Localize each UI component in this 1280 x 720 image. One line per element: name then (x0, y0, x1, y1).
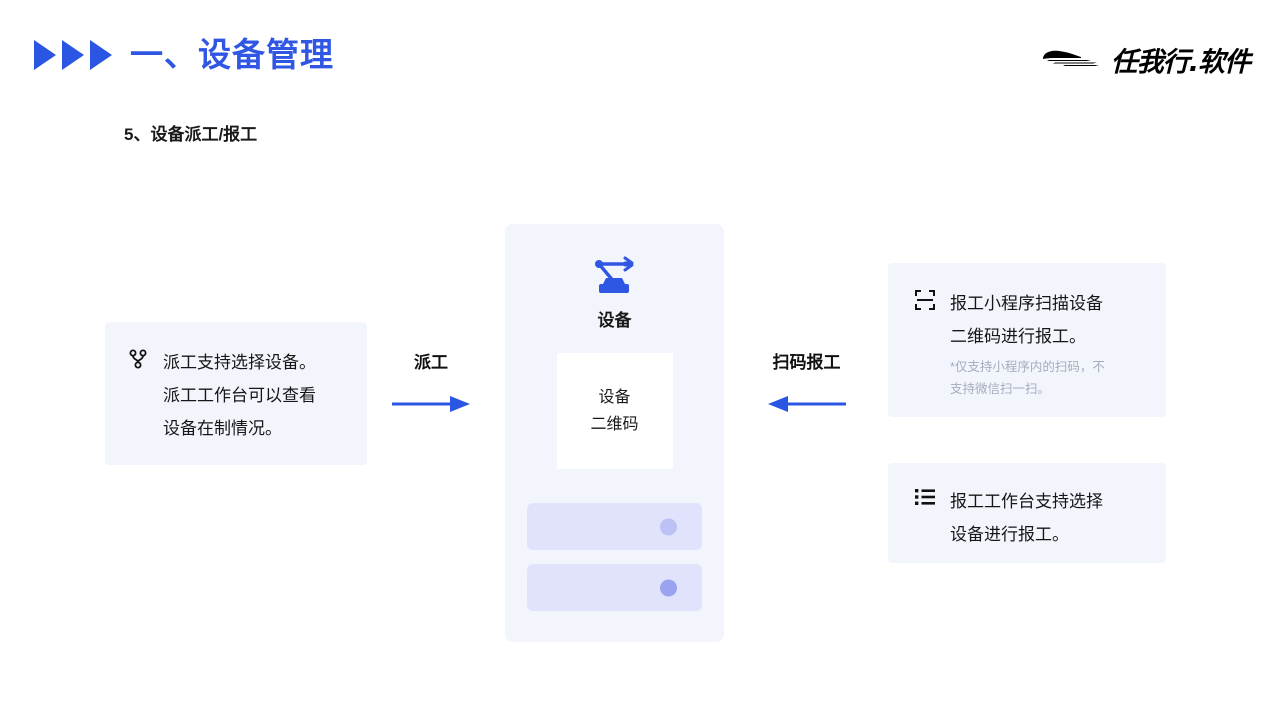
dispatch-arrow-label: 派工 (414, 353, 448, 372)
device-list-item[interactable] (527, 503, 702, 550)
scan-report-text: 报工小程序扫描设备 二维码进行报工。 (950, 294, 1103, 347)
status-dot-icon (660, 579, 677, 596)
page-subtitle: 5、设备派工/报工 (124, 125, 258, 144)
brand-logo: 任我行.软件 (1037, 40, 1251, 78)
device-panel-title: 设备 (597, 311, 632, 330)
scan-code-icon (912, 287, 938, 310)
dispatch-info-row: 派工支持选择设备。 派工工作台可以查看 设备在制情况。 (125, 346, 349, 445)
list-icon (912, 485, 938, 506)
title-block: 一、设备管理 (34, 38, 334, 71)
triangle-right-icon (34, 39, 56, 70)
device-list-item[interactable] (527, 564, 702, 611)
arrow-right-icon (392, 396, 470, 412)
git-fork-icon (125, 346, 151, 369)
page-title: 一、设备管理 (130, 36, 334, 73)
dispatch-info-card: 派工支持选择设备。 派工工作台可以查看 设备在制情况。 (105, 322, 367, 465)
device-panel: 设备 设备 二维码 (505, 224, 724, 642)
dispatch-info-text: 派工支持选择设备。 派工工作台可以查看 设备在制情况。 (163, 353, 316, 439)
scan-report-row: 报工小程序扫描设备 二维码进行报工。 *仅支持小程序内的扫码，不 支持微信扫一扫… (912, 287, 1150, 401)
triangle-right-icon (62, 39, 84, 70)
scan-report-arrow-group: 扫码报工 (744, 348, 869, 413)
report-workbench-card: 报工工作台支持选择 设备进行报工。 (888, 463, 1166, 563)
report-workbench-row: 报工工作台支持选择 设备进行报工。 (912, 485, 1150, 551)
device-qr-line-1: 设备 (598, 388, 631, 406)
scan-report-note: *仅支持小程序内的扫码，不 支持微信扫一扫。 (950, 360, 1105, 397)
device-qr-placeholder: 设备 二维码 (556, 353, 673, 469)
triangle-marker-group (34, 39, 112, 70)
brand-name: 任我行.软件 (1110, 46, 1251, 78)
swoosh-icon (1042, 50, 1099, 66)
arrow-left-icon (767, 396, 846, 412)
device-qr-line-2: 二维码 (590, 416, 639, 433)
report-workbench-text: 报工工作台支持选择 设备进行报工。 (950, 492, 1103, 545)
status-dot-icon (660, 518, 677, 535)
robot-arm-icon (505, 256, 724, 296)
triangle-right-icon (90, 39, 112, 70)
scan-report-card: 报工小程序扫描设备 二维码进行报工。 *仅支持小程序内的扫码，不 支持微信扫一扫… (888, 263, 1166, 417)
page-header: 一、设备管理 5、设备派工/报工 任我行.软件 (0, 0, 1280, 144)
scan-report-arrow-label: 扫码报工 (772, 353, 841, 372)
dispatch-arrow-group: 派工 (376, 348, 486, 413)
